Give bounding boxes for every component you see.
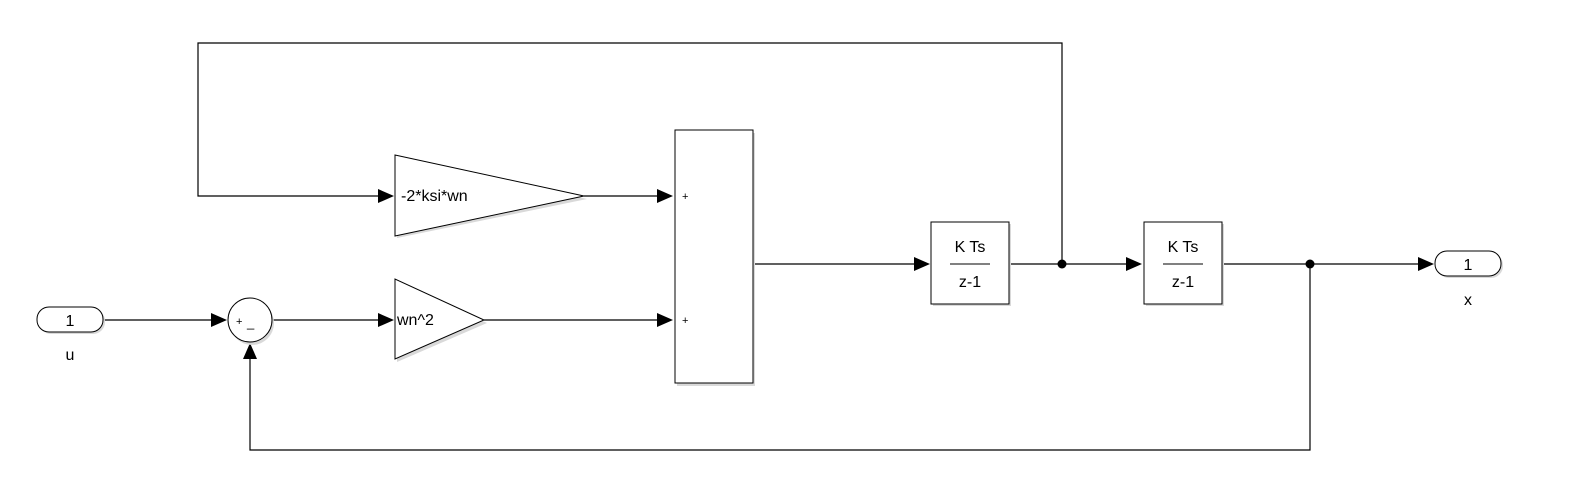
integrator-1-denominator: z-1 xyxy=(959,274,981,291)
gain-stiffness-label: wn^2 xyxy=(396,312,434,329)
inport-number: 1 xyxy=(66,313,75,330)
outport-x[interactable]: 1 x xyxy=(1434,250,1503,309)
integrator-1-rect[interactable] xyxy=(930,221,1010,305)
integrator-2-block[interactable]: K Ts z-1 xyxy=(1143,221,1224,306)
sum-rect-port1-sign: + xyxy=(682,191,688,203)
integrator-1-numerator: K Ts xyxy=(955,239,986,256)
gain-damping-block[interactable]: -2*ksi*wn xyxy=(394,154,587,238)
arrow-damping-to-sum xyxy=(657,189,673,203)
sum-rect-port2-sign: + xyxy=(682,315,688,327)
arrow-sum-to-wn2 xyxy=(378,313,394,327)
wire-velocity-feedback xyxy=(197,42,1063,264)
arrow-integrator1-to-integrator2 xyxy=(1126,257,1142,271)
branch-point-position xyxy=(1305,259,1315,269)
sum-rect[interactable] xyxy=(674,129,754,384)
integrator-1-block[interactable]: K Ts z-1 xyxy=(930,221,1011,306)
arrow-wn2-to-sum xyxy=(657,313,673,327)
outport-block[interactable] xyxy=(1434,250,1502,277)
branch-point-velocity xyxy=(1057,259,1067,269)
arrow-u-to-sum xyxy=(211,313,227,327)
integrator-2-numerator: K Ts xyxy=(1168,239,1199,256)
integrator-2-rect[interactable] xyxy=(1143,221,1223,305)
inport-u[interactable]: 1 u xyxy=(36,306,105,364)
gain-stiffness-block[interactable]: wn^2 xyxy=(394,278,487,362)
integrator-2-denominator: z-1 xyxy=(1172,274,1194,291)
sum-circle[interactable] xyxy=(227,297,273,343)
sum-minus-sign: _ xyxy=(246,315,255,330)
gain-damping-triangle[interactable] xyxy=(394,154,585,237)
arrow-velocity-feedback xyxy=(378,189,394,203)
wire-position-feedback xyxy=(249,264,1311,451)
sum-circle-block[interactable]: + _ xyxy=(227,297,274,345)
sum-plus-sign: + xyxy=(236,316,242,328)
arrow-sum-to-integrator1 xyxy=(914,257,930,271)
outport-name: x xyxy=(1464,292,1472,309)
inport-block[interactable] xyxy=(36,306,104,333)
arrow-integrator2-to-outport xyxy=(1418,257,1434,271)
outport-number: 1 xyxy=(1464,257,1473,274)
gain-stiffness-triangle[interactable] xyxy=(394,278,486,360)
signal-lines xyxy=(103,42,1434,451)
inport-name: u xyxy=(66,347,75,364)
sum-rect-block[interactable]: + + xyxy=(674,129,755,386)
gain-damping-label: -2*ksi*wn xyxy=(401,188,468,205)
arrow-position-feedback xyxy=(243,343,257,359)
